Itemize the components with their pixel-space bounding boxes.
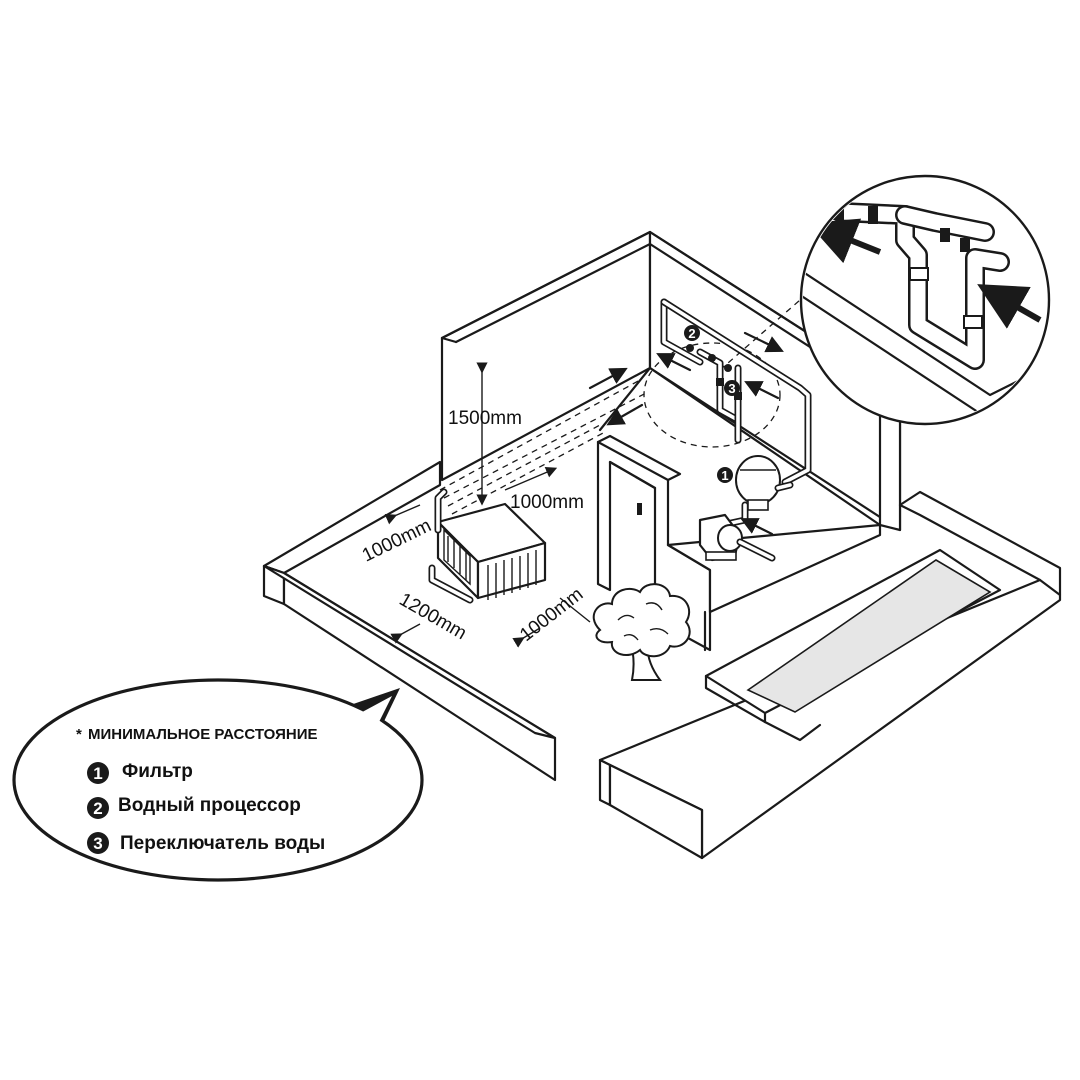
swimming-pool [598,548,1062,860]
sand-filter [735,455,794,511]
legend-item-water-processor: 2 Водный процессор [87,795,301,819]
svg-text:Водный процессор: Водный процессор [118,795,301,816]
svg-text:Фильтр: Фильтр [122,761,193,782]
svg-text:Переключатель воды: Переключатель воды [120,833,325,854]
pool-water [746,559,992,713]
dim-side-clearance: 1000mm [516,584,587,646]
legend-item-filter: 1 Фильтр [87,761,193,784]
flow-arrows [588,331,784,536]
legend-content: * МИНИМАЛЬНОЕ РАССТОЯНИЕ 1 Фильтр 2 Водн… [76,726,325,854]
marker-filter: 1 [717,467,733,483]
marker-water-processor: 2 [684,325,700,341]
svg-text:3: 3 [728,381,735,396]
legend-bubble [12,678,424,882]
svg-text:1: 1 [93,764,102,783]
dimension-lines [384,362,591,648]
interior-plumbing [660,298,812,562]
yard-wall [262,460,557,782]
zoom-detail-circle [799,174,1051,426]
detail-callout-ellipse [643,342,781,448]
door-handle-icon [637,503,642,515]
dim-height-above: 1500mm [448,408,522,429]
heat-pump-unit [428,488,547,604]
legend-asterisk: * [76,726,82,743]
water-pump [698,501,776,562]
svg-text:1: 1 [721,468,728,483]
svg-text:2: 2 [93,799,102,818]
marker-water-switch: 3 [724,380,740,396]
dim-rear-clearance: 1000mm [510,492,584,513]
legend-note: МИНИМАЛЬНОЕ РАССТОЯНИЕ [88,726,317,743]
tree-icon [592,583,691,681]
svg-text:2: 2 [688,326,695,341]
legend-item-water-switch: 3 Переключатель воды [87,832,325,854]
svg-text:3: 3 [93,834,102,853]
